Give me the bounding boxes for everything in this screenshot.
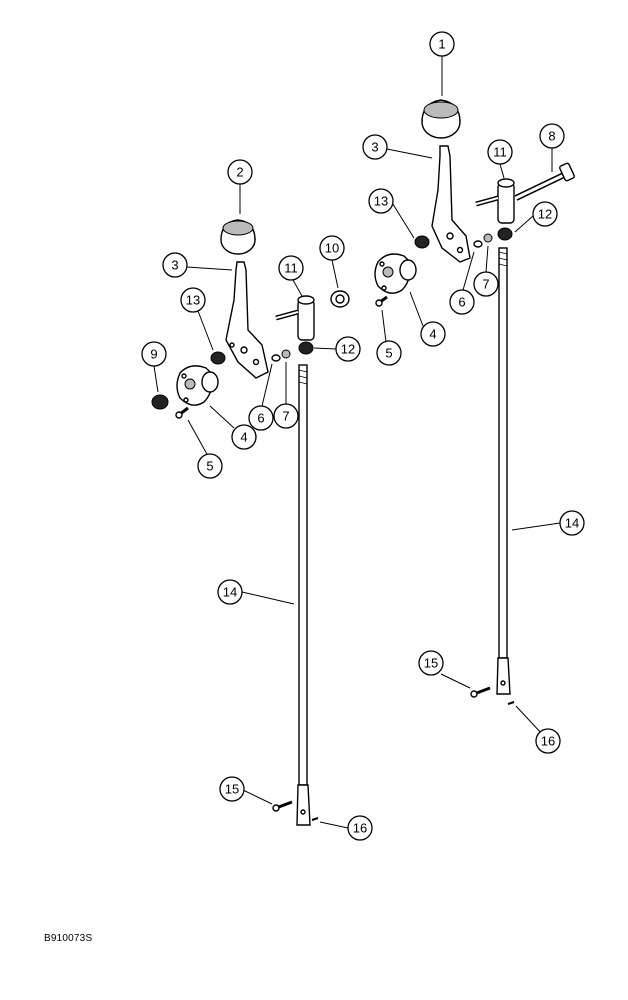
swivel-right xyxy=(475,178,515,224)
callout-label: 5 xyxy=(206,459,213,474)
callout-9: 9 xyxy=(141,341,167,367)
callout-label: 5 xyxy=(385,346,392,361)
callout-3-right: 3 xyxy=(362,134,388,160)
callout-label: 11 xyxy=(284,261,298,276)
right-assembly xyxy=(374,99,575,705)
callout-label: 16 xyxy=(541,734,555,749)
washer-right-7 xyxy=(483,233,493,243)
callout-label: 11 xyxy=(493,145,507,160)
callout-7-left: 7 xyxy=(273,403,299,429)
callout-5-left: 5 xyxy=(197,453,223,479)
callout-label: 13 xyxy=(374,194,388,209)
callout-label: 10 xyxy=(325,241,339,256)
screw-right-5 xyxy=(375,295,388,307)
callout-13-right: 13 xyxy=(368,188,394,214)
washer-left-6 xyxy=(271,354,281,362)
callout-label: 6 xyxy=(257,411,264,426)
callout-6-right: 6 xyxy=(449,289,475,315)
lever-plate-right xyxy=(431,145,471,263)
callout-12-left: 12 xyxy=(335,336,361,362)
callout-label: 3 xyxy=(371,140,378,155)
callout-16-right: 16 xyxy=(535,728,561,754)
callout-label: 4 xyxy=(429,327,436,342)
callout-15-left: 15 xyxy=(219,776,245,802)
lever-plate-left xyxy=(225,261,269,379)
callout-4-left: 4 xyxy=(231,424,257,450)
callout-3-left: 3 xyxy=(162,252,188,278)
knob-left xyxy=(220,219,256,255)
callout-13-left: 13 xyxy=(180,287,206,313)
knob-right xyxy=(421,99,461,139)
washer-right-6 xyxy=(473,240,483,248)
callout-label: 6 xyxy=(458,295,465,310)
callout-label: 16 xyxy=(353,821,367,836)
callout-12-right: 12 xyxy=(532,201,558,227)
callout-label: 4 xyxy=(240,430,247,445)
washer-left-7 xyxy=(281,349,291,359)
callout-10: 10 xyxy=(319,235,345,261)
leader-lines xyxy=(153,56,561,829)
callout-label: 7 xyxy=(282,409,289,424)
nut-left-13 xyxy=(210,351,226,365)
callout-label: 2 xyxy=(236,165,243,180)
callout-label: 12 xyxy=(341,342,355,357)
cotter-left-16 xyxy=(311,817,319,821)
pin-left-15 xyxy=(272,800,293,812)
screw-left-5 xyxy=(175,406,189,419)
callout-label: 12 xyxy=(538,207,552,222)
swivel-left xyxy=(275,295,315,341)
callout-8: 8 xyxy=(539,123,565,149)
bolt-right-8 xyxy=(514,162,575,201)
callout-label: 1 xyxy=(438,37,445,52)
callout-label: 15 xyxy=(225,782,239,797)
callout-6-left: 6 xyxy=(248,405,274,431)
callout-14-left: 14 xyxy=(217,579,243,605)
callout-label: 7 xyxy=(482,277,489,292)
callout-11-left: 11 xyxy=(278,255,304,281)
callout-16-left: 16 xyxy=(347,815,373,841)
callout-14-right: 14 xyxy=(559,510,585,536)
callout-label: 13 xyxy=(186,293,200,308)
nut-right-12 xyxy=(497,227,513,241)
callout-2: 2 xyxy=(227,159,253,185)
rod-right xyxy=(496,247,511,695)
callout-label: 14 xyxy=(565,516,579,531)
callout-label: 15 xyxy=(424,656,438,671)
callout-11-right: 11 xyxy=(487,139,513,165)
nut-right-13 xyxy=(414,235,430,249)
pin-right-15 xyxy=(470,686,491,698)
callout-label: 14 xyxy=(223,585,237,600)
callout-5-right: 5 xyxy=(376,340,402,366)
figure-reference-code: B910073S xyxy=(44,933,93,944)
callout-label: 3 xyxy=(171,258,178,273)
flange-right xyxy=(374,253,417,294)
left-assembly xyxy=(151,219,350,826)
callout-4-right: 4 xyxy=(420,321,446,347)
rod-left xyxy=(296,364,311,826)
callout-label: 9 xyxy=(150,347,157,362)
nut-left-9 xyxy=(151,394,169,410)
callout-label: 8 xyxy=(548,129,555,144)
cotter-right-16 xyxy=(507,701,515,705)
flange-left xyxy=(176,365,219,406)
nut-left-12 xyxy=(298,341,314,355)
callout-7-right: 7 xyxy=(473,271,499,297)
callout-1: 1 xyxy=(429,31,455,57)
callout-15-right: 15 xyxy=(418,650,444,676)
